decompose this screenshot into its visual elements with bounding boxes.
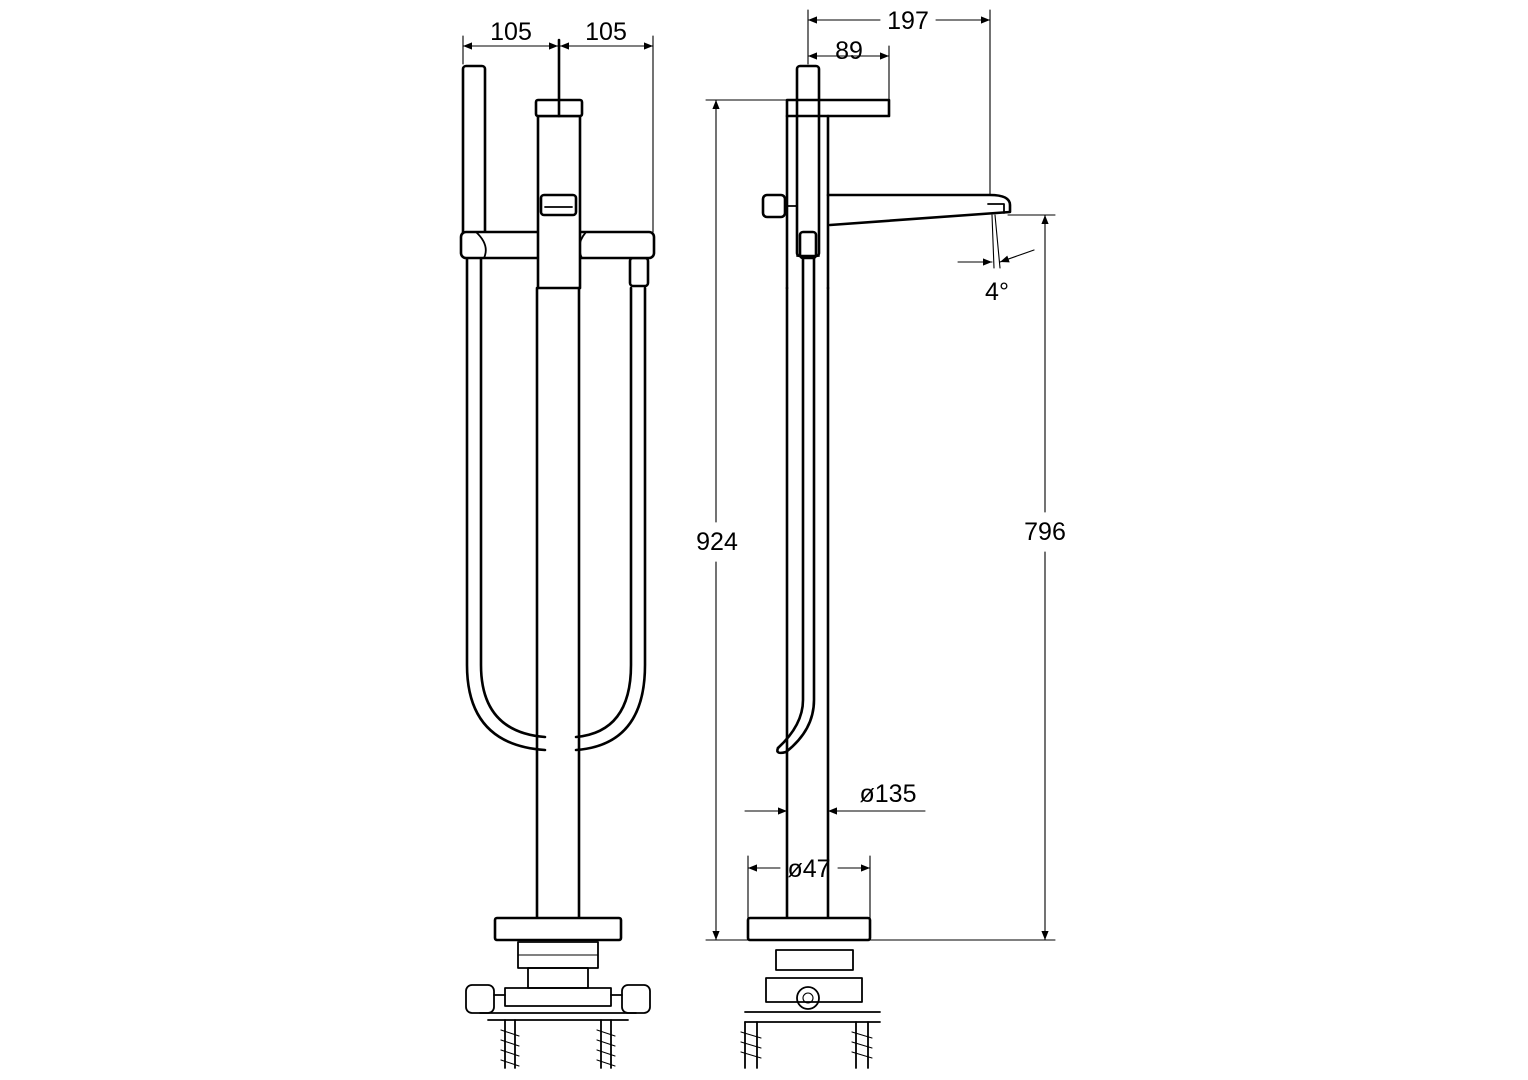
dim-spout-reach: 197 — [887, 7, 929, 35]
dim-total-height: 924 — [696, 528, 738, 556]
side-view — [705, 9, 1056, 1069]
dim-handle-offset: 89 — [835, 37, 863, 65]
dim-column-diameter: ø47 — [787, 855, 830, 883]
dim-spout-height: 796 — [1024, 518, 1066, 546]
dim-spout-angle: 4° — [985, 278, 1009, 306]
dim-front-right: 105 — [585, 18, 627, 46]
side-anchor-left — [740, 1021, 762, 1069]
dim-base-diameter: ø135 — [860, 780, 917, 808]
front-view — [459, 35, 656, 1069]
front-anchor-right — [596, 1019, 616, 1069]
front-anchor-left — [500, 1019, 520, 1069]
side-anchor-right — [851, 1021, 873, 1069]
dim-front-left: 105 — [490, 18, 532, 46]
